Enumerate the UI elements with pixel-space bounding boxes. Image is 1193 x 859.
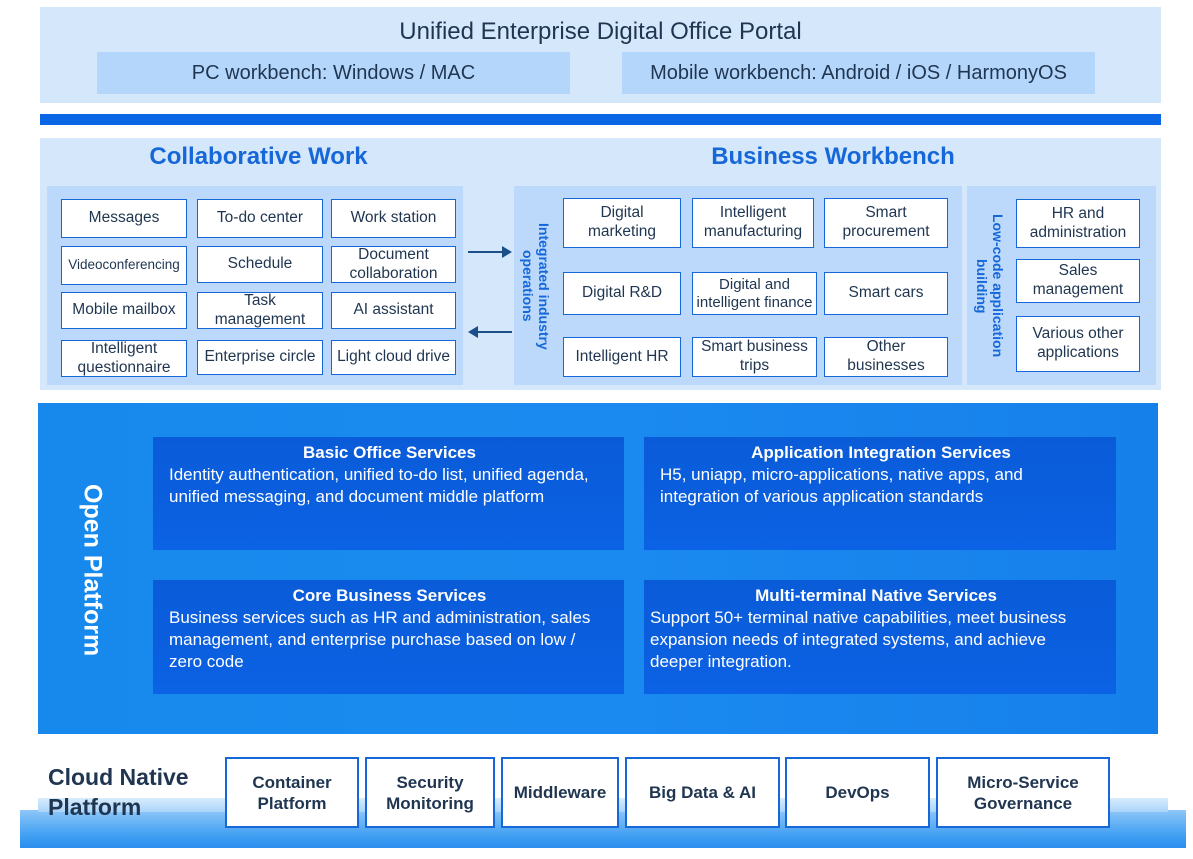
collab-item-enterprise-circle: Enterprise circle [197,340,323,375]
lowcode-item-sales-management: Sales management [1016,259,1140,303]
service-title: Basic Office Services [303,443,476,462]
business-item-other-businesses: Other businesses [824,337,948,377]
business-item-intelligent-manufacturing: Intelligent manufacturing [692,198,814,248]
low-code-application-building-label: Low-code application building [974,214,1007,358]
integrated-industry-operations-label: Integrated industry operations [520,222,553,350]
cloud-item-security-monitoring: Security Monitoring [365,757,495,828]
lowcode-item-various-other-applications: Various other applications [1016,316,1140,372]
business-item-intelligent-hr: Intelligent HR [563,337,681,377]
collab-item-messages: Messages [61,199,187,238]
service-multi-terminal-native: Multi-terminal Native Services Support 5… [644,580,1116,694]
arrow-right-icon [468,246,512,258]
cloud-item-container-platform: Container Platform [225,757,359,828]
integrated-industry-label-wrap: Integrated industry operations [514,190,558,382]
portal-title: Unified Enterprise Digital Office Portal [399,18,802,45]
business-item-smart-procurement: Smart procurement [824,198,948,248]
service-application-integration: Application Integration Services H5, uni… [644,437,1116,550]
collab-item-todo-center: To-do center [197,199,323,238]
business-item-digital-intelligent-finance: Digital and intelligent finance [692,272,817,315]
business-item-digital-marketing: Digital marketing [563,198,681,248]
collab-item-intelligent-questionnaire: Intelligent questionnaire [61,340,187,377]
collab-item-videoconferencing: Videoconferencing [61,246,187,285]
business-item-smart-cars: Smart cars [824,272,948,315]
open-platform-label: Open Platform [78,483,107,657]
service-description: Support 50+ terminal native capabilities… [650,608,1067,671]
service-core-business: Core Business Services Business services… [153,580,624,694]
collaborative-work-title: Collaborative Work [149,143,368,170]
cloud-item-micro-service-governance: Micro-Service Governance [936,757,1110,828]
business-item-smart-business-trips: Smart business trips [692,337,817,377]
collab-item-task-management: Task management [197,292,323,329]
low-code-label-wrap: Low-code application building [968,190,1012,382]
cloud-native-platform-title: Cloud Native Platform [48,764,189,820]
mobile-workbench-box: Mobile workbench: Android / iOS / Harmon… [622,52,1095,94]
service-title: Core Business Services [292,586,487,605]
collab-item-mobile-mailbox: Mobile mailbox [61,292,187,329]
arrow-left-icon [468,326,512,338]
collab-item-schedule: Schedule [197,246,323,283]
pc-workbench-box: PC workbench: Windows / MAC [97,52,570,94]
service-title: Application Integration Services [751,443,1011,462]
collab-item-light-cloud-drive: Light cloud drive [331,340,456,375]
service-basic-office: Basic Office Services Identity authentic… [153,437,624,550]
business-item-digital-rd: Digital R&D [563,272,681,315]
business-workbench-title: Business Workbench [711,143,955,170]
service-description: Business services such as HR and adminis… [169,608,591,671]
cloud-item-middleware: Middleware [501,757,619,828]
collab-item-work-station: Work station [331,199,456,238]
collab-item-document-collaboration: Document collaboration [331,246,456,283]
collab-item-ai-assistant: AI assistant [331,292,456,329]
cloud-item-big-data-ai: Big Data & AI [625,757,780,828]
service-description: H5, uniapp, micro-applications, native a… [660,465,1023,506]
service-description: Identity authentication, unified to-do l… [169,465,589,506]
service-title: Multi-terminal Native Services [755,586,997,605]
cloud-item-devops: DevOps [785,757,930,828]
lowcode-item-hr-administration: HR and administration [1016,199,1140,248]
section-divider [40,114,1161,125]
